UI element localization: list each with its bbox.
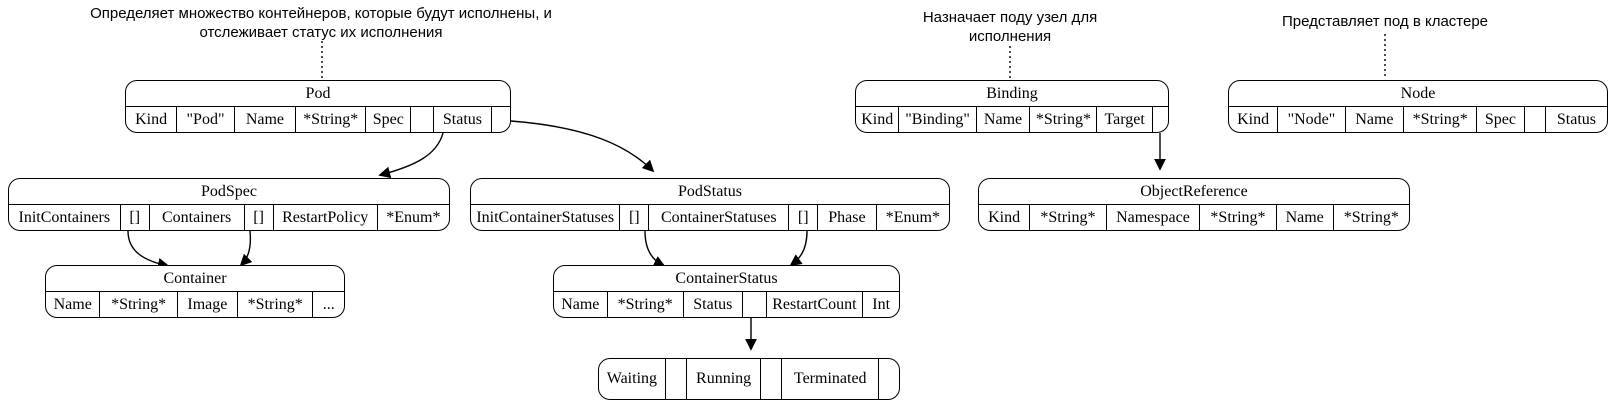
- field-cell: Spec: [1476, 107, 1523, 132]
- edge-podspec-containers-to-container: [239, 230, 253, 267]
- field-cell-empty: [878, 359, 899, 399]
- edge-pod-to-podstatus: [510, 120, 655, 173]
- field-cell: Namespace: [1105, 205, 1200, 230]
- field-cell: *String*: [1332, 205, 1409, 230]
- node-podstatus-title: PodStatus: [471, 179, 949, 205]
- field-cell: Spec: [365, 107, 410, 132]
- field-cell: Kind: [1237, 110, 1270, 128]
- node-node: Node Kind "Node" Name *String* Spec Stat…: [1228, 80, 1608, 133]
- field-cell-empty: [741, 292, 766, 317]
- field-cell: Kind: [988, 208, 1021, 226]
- field-cell: Target: [1096, 107, 1151, 132]
- field-cell: Waiting: [606, 370, 658, 387]
- node-pod-title: Pod: [126, 81, 510, 107]
- node-node-title: Node: [1229, 81, 1607, 107]
- annotation-pod: Определяет множество контейнеров, которы…: [40, 4, 602, 42]
- node-container: Container Name *String* Image *String* .…: [45, 265, 345, 318]
- node-objectreference-fields: Kind *String* Namespace *String* Name *S…: [979, 205, 1409, 230]
- node-podspec-fields: InitContainers [] Containers [] RestartP…: [9, 205, 449, 230]
- field-cell: ...: [312, 292, 344, 317]
- field-cell: Status: [1544, 107, 1607, 132]
- field-cell: "Pod": [176, 107, 234, 132]
- field-cell-empty: [1151, 107, 1168, 132]
- node-binding-title: Binding: [856, 81, 1168, 107]
- field-cell: *String*: [1403, 107, 1476, 132]
- field-cell: Containers: [148, 205, 244, 230]
- field-cell: *String*: [1199, 205, 1275, 230]
- field-cell: []: [619, 205, 648, 230]
- field-cell: RestartCount: [765, 292, 863, 317]
- field-cell: Phase: [817, 205, 876, 230]
- node-container-title: Container: [46, 266, 344, 292]
- node-containerstatus-fields: Name *String* Status RestartCount Int: [554, 292, 899, 317]
- edge-podstatus-containerstatuses-to-containerstatus: [789, 230, 808, 267]
- node-binding: Binding Kind "Binding" Name *String* Tar…: [855, 80, 1169, 133]
- field-cell: Name: [233, 107, 295, 132]
- field-cell: Name: [975, 107, 1030, 132]
- field-cell: Int: [862, 292, 899, 317]
- node-states-fields: Waiting Running Terminated: [599, 359, 899, 399]
- field-cell: *Enum*: [875, 205, 949, 230]
- annotation-binding: Назначает поду узел для исполнения: [870, 8, 1150, 46]
- node-containerstatus: ContainerStatus Name *String* Status Res…: [553, 265, 900, 318]
- field-cell: []: [119, 205, 149, 230]
- field-cell: *String*: [295, 107, 365, 132]
- field-cell: Status: [433, 107, 491, 132]
- field-cell: InitContainerStatuses: [476, 208, 615, 226]
- node-containerstatus-title: ContainerStatus: [554, 266, 899, 292]
- field-cell: *String*: [1029, 205, 1105, 230]
- node-podspec-title: PodSpec: [9, 179, 449, 205]
- annotation-line: Определяет множество контейнеров, которы…: [90, 5, 552, 22]
- node-binding-fields: Kind "Binding" Name *String* Target: [856, 107, 1168, 132]
- annotation-line: отслеживает статус их исполнения: [199, 24, 443, 41]
- node-objectreference: ObjectReference Kind *String* Namespace …: [978, 178, 1410, 231]
- field-cell-empty: [760, 359, 781, 399]
- field-cell: Name: [1275, 205, 1333, 230]
- field-cell: "Node": [1277, 107, 1345, 132]
- field-cell-empty: [490, 107, 510, 132]
- node-container-fields: Name *String* Image *String* ...: [46, 292, 344, 317]
- field-cell-empty: [664, 359, 686, 399]
- field-cell: Terminated: [781, 359, 878, 399]
- node-podspec: PodSpec InitContainers [] Containers [] …: [8, 178, 450, 231]
- field-cell: []: [788, 205, 817, 230]
- field-cell: Name: [53, 295, 92, 313]
- node-podstatus: PodStatus InitContainerStatuses [] Conta…: [470, 178, 950, 231]
- field-cell: Running: [685, 359, 761, 399]
- annotation-node: Представляет под в кластере: [1270, 12, 1500, 31]
- field-cell: *String*: [99, 292, 176, 317]
- field-cell: Kind: [135, 110, 168, 128]
- annotation-line: Назначает поду узел для: [922, 9, 1098, 26]
- node-node-fields: Kind "Node" Name *String* Spec Status: [1229, 107, 1607, 132]
- node-pod-fields: Kind "Pod" Name *String* Spec Status: [126, 107, 510, 132]
- field-cell: RestartPolicy: [272, 205, 377, 230]
- edge-pod-to-podspec: [378, 132, 444, 179]
- field-cell: *String*: [606, 292, 683, 317]
- field-cell: Status: [682, 292, 742, 317]
- node-container-states: Waiting Running Terminated: [598, 358, 900, 400]
- field-cell: *String*: [237, 292, 312, 317]
- field-cell: *Enum*: [376, 205, 449, 230]
- field-cell: Kind: [861, 110, 894, 128]
- field-cell-empty: [1523, 107, 1545, 132]
- field-cell: Name: [1344, 107, 1403, 132]
- field-cell: InitContainers: [18, 208, 111, 226]
- annotation-line: Представляет под в кластере: [1281, 13, 1489, 30]
- field-cell: "Binding": [898, 107, 975, 132]
- node-podstatus-fields: InitContainerStatuses [] ContainerStatus…: [471, 205, 949, 230]
- edge-podstatus-initcontainerstatuses-to-containerstatus: [644, 230, 666, 267]
- node-pod: Pod Kind "Pod" Name *String* Spec Status: [125, 80, 511, 133]
- field-cell: *String*: [1029, 107, 1096, 132]
- annotation-line: исполнения: [968, 28, 1052, 45]
- field-cell: Image: [176, 292, 237, 317]
- field-cell: []: [243, 205, 273, 230]
- edge-podspec-initcontainers-to-container: [127, 230, 170, 270]
- field-cell: Name: [561, 295, 600, 313]
- node-objectreference-title: ObjectReference: [979, 179, 1409, 205]
- field-cell-empty: [410, 107, 433, 132]
- field-cell: ContainerStatuses: [648, 205, 788, 230]
